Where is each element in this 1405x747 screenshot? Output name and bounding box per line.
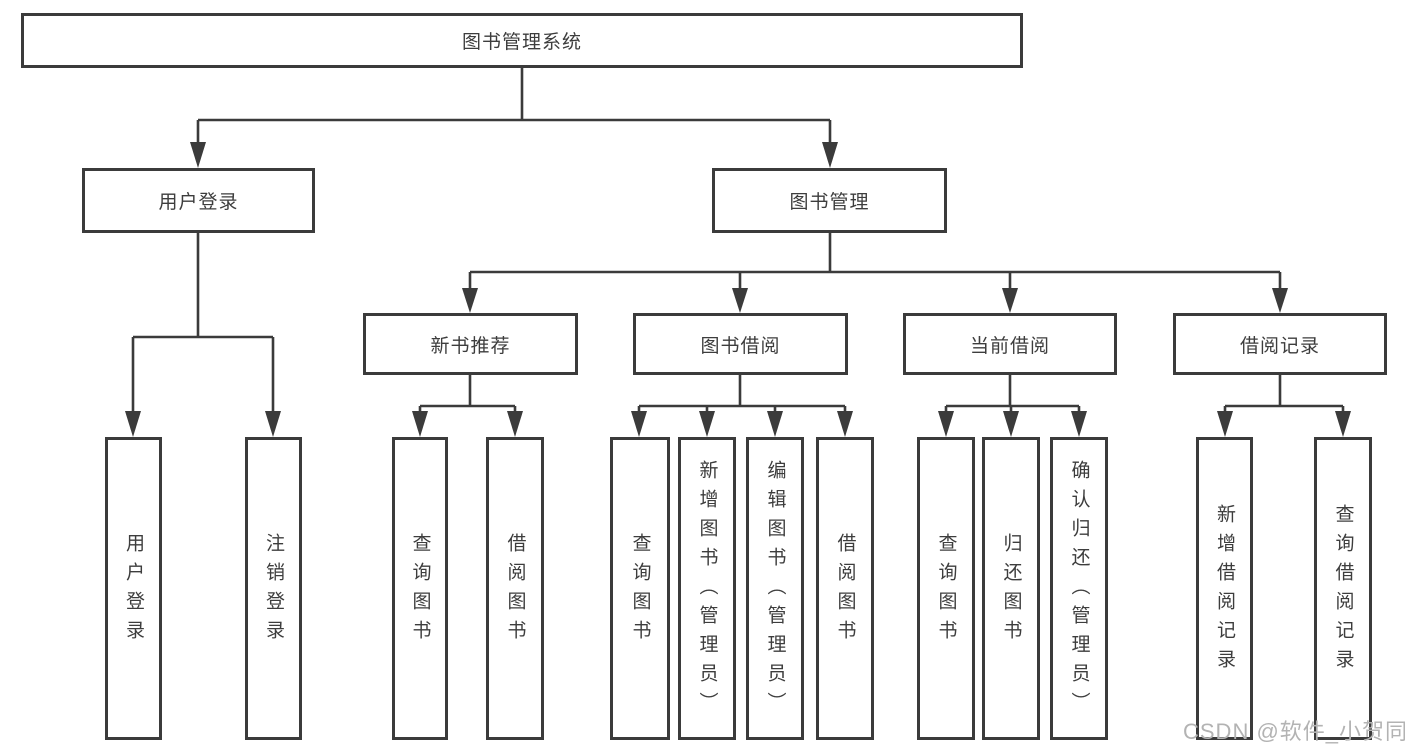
node-leaf-add-books-admin: 新增图书（管理员）: [678, 437, 736, 740]
node-borrowing-records: 借阅记录: [1173, 313, 1387, 375]
node-leaf-logout-login: 注销登录: [245, 437, 302, 740]
node-user-login: 用户登录: [82, 168, 315, 233]
node-root: 图书管理系统: [21, 13, 1023, 68]
node-leaf-confirm-return-admin: 确认归还（管理员）: [1050, 437, 1108, 740]
node-book-management: 图书管理: [712, 168, 947, 233]
node-book-borrowing: 图书借阅: [633, 313, 848, 375]
node-leaf-query-books-current: 查询图书: [917, 437, 975, 740]
node-leaf-edit-books-admin: 编辑图书（管理员）: [746, 437, 804, 740]
node-leaf-borrow-books-recommend: 借阅图书: [486, 437, 544, 740]
node-leaf-user-login: 用户登录: [105, 437, 162, 740]
watermark: CSDN @软件_小贺同学: [1183, 719, 1405, 744]
node-leaf-borrow-books-borrowing: 借阅图书: [816, 437, 874, 740]
node-leaf-query-books-recommend: 查询图书: [392, 437, 448, 740]
node-current-borrowing: 当前借阅: [903, 313, 1117, 375]
node-leaf-query-books-borrowing: 查询图书: [610, 437, 670, 740]
node-new-book-recommend: 新书推荐: [363, 313, 578, 375]
arrowhead-icons: [125, 142, 1351, 437]
node-leaf-query-borrow-record: 查询借阅记录: [1314, 437, 1372, 740]
node-leaf-add-borrow-record: 新增借阅记录: [1196, 437, 1253, 740]
node-leaf-return-books: 归还图书: [982, 437, 1040, 740]
